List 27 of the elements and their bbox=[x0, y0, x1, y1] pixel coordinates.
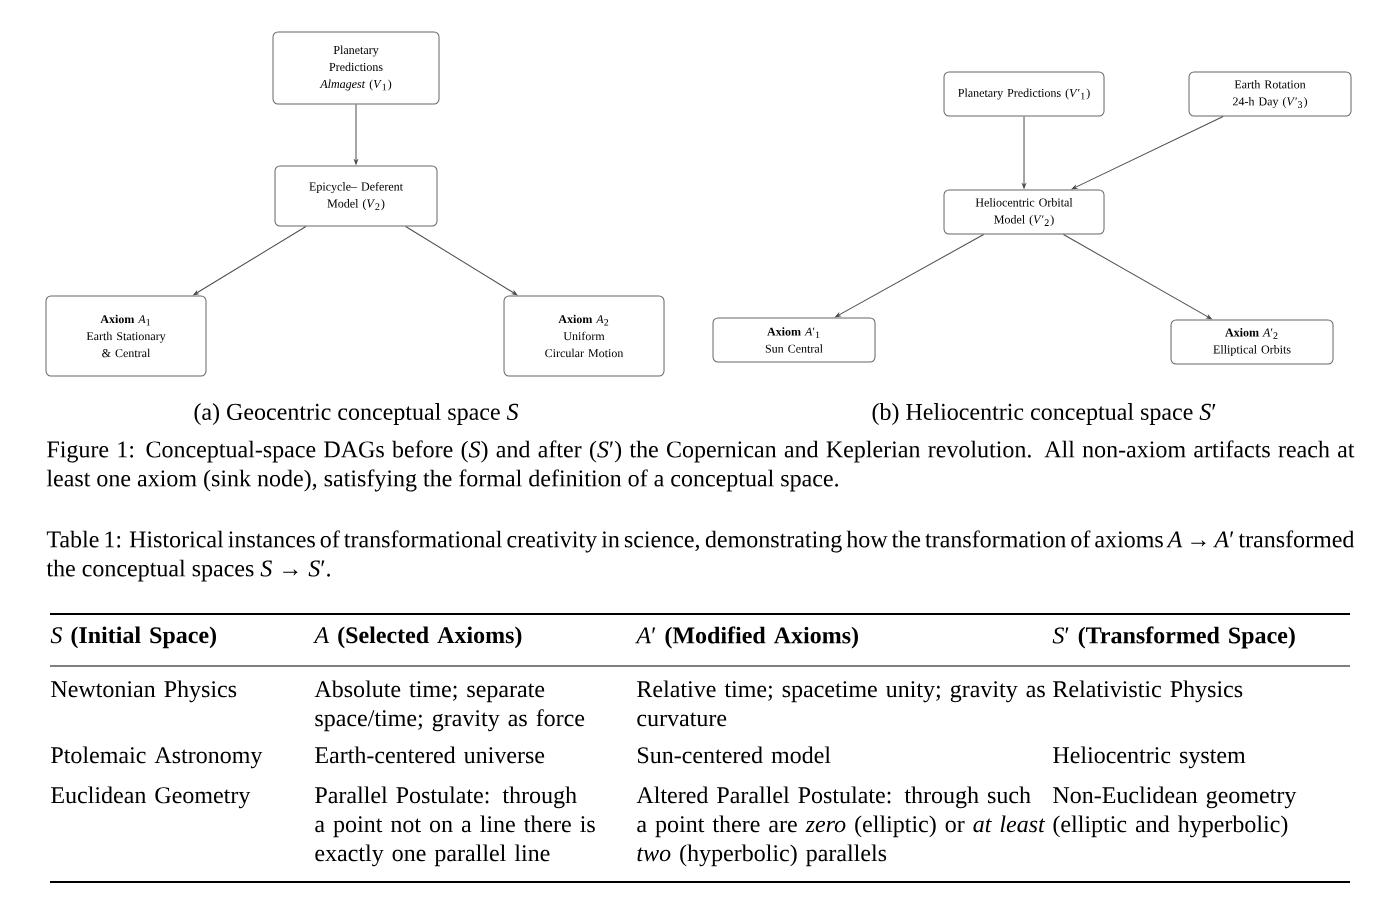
table-cell: Relativistic Physics bbox=[1053, 680, 1243, 703]
table-cell: Heliocentric system bbox=[1053, 746, 1246, 769]
table-cell: Earth-centered universe bbox=[315, 746, 545, 764]
table-cell: Sun-centered model bbox=[638, 746, 831, 764]
arrow bbox=[354, 104, 358, 165]
table-header: A′ (Modified Axioms) bbox=[635, 626, 858, 649]
table-header: S′ (Transformed Space) bbox=[1052, 626, 1295, 649]
arrow bbox=[835, 234, 985, 318]
table-cell: Relative time; spacetime unity; gravity as curvature bbox=[637, 680, 1045, 727]
table-cell: Altered Parallel Postulate: through such a point there are zero (elliptic) or at least two (hyperbolic) parallels bbox=[636, 786, 1046, 867]
table-cell: Absolute time; separate space/time; gravity as force bbox=[314, 680, 585, 732]
arrow bbox=[1071, 116, 1224, 190]
figure-caption: Figure 1: Conceptual-space DAGs before (S) and after (S′) the Copernican and Keplerian revolution. All non-axiom artifacts reach at least one axiom (sink node), satisfying the formal definition of a conceptual space. bbox=[46, 440, 1355, 492]
table-header: A (Selected Axioms) bbox=[313, 626, 522, 649]
table-caption: Table 1: Historical instances of transformational creativity in science, demonstrating how the transformation of axiomsA → A′ transformed the conceptual spaces S → S′. bbox=[46, 530, 1355, 582]
table-cell: Non-Euclidean geometry (elliptic and hyperbolic) bbox=[1053, 786, 1297, 838]
arrow bbox=[1062, 234, 1212, 320]
table-cell: Euclidean Geometry bbox=[51, 786, 251, 809]
subfigure-caption: (b) Heliocentric conceptual space S′ bbox=[872, 403, 1216, 425]
table-cell: Newtonian Physics bbox=[51, 680, 237, 703]
arrow bbox=[405, 226, 518, 296]
arrow bbox=[1022, 116, 1026, 189]
table-cell: Ptolemaic Astronomy bbox=[51, 746, 263, 769]
table-cell: Parallel Postulate: through a point not on a line there is exactly one parallel line bbox=[315, 786, 595, 867]
subfigure-caption: (a) Geocentric conceptual space S bbox=[194, 403, 519, 425]
arrow bbox=[193, 226, 307, 296]
table-header: S (Initial Space) bbox=[50, 626, 216, 649]
